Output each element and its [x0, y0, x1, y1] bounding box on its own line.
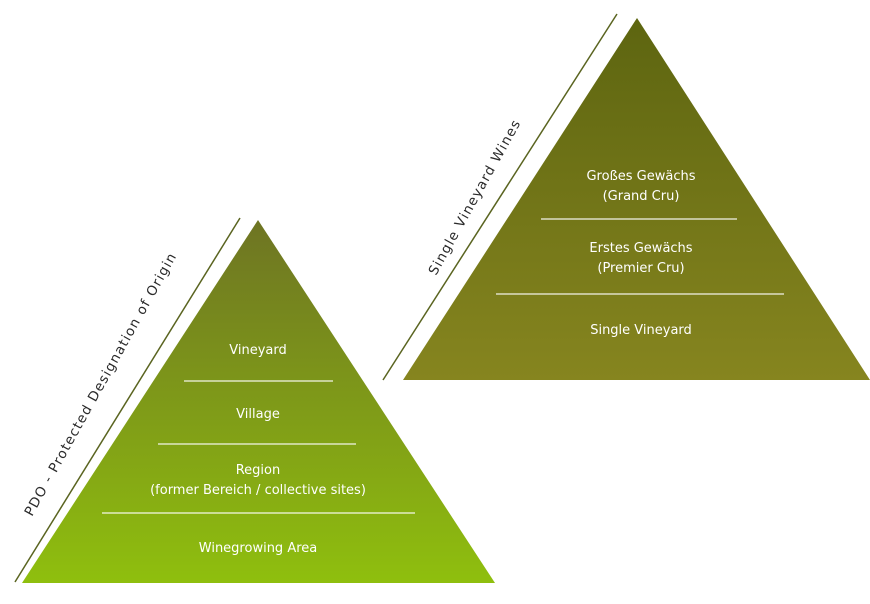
right-tier-erstes-gewaechs: Erstes Gewächs	[589, 241, 692, 256]
right-tier-premier-cru: (Premier Cru)	[597, 261, 684, 276]
right-guide-line	[382, 13, 618, 381]
right-tier-grosses-gewaechs: Großes Gewächs	[586, 169, 695, 184]
left-tier-region-note: (former Bereich / collective sites)	[150, 483, 366, 498]
left-guide-line	[14, 217, 241, 583]
left-tier-region: Region	[236, 463, 281, 478]
left-pyramid-shape	[22, 220, 495, 583]
right-pyramid-shape	[403, 18, 870, 380]
left-tier-winegrowing-area: Winegrowing Area	[199, 541, 317, 556]
left-tier-village: Village	[236, 407, 280, 422]
left-tier-vineyard: Vineyard	[229, 343, 286, 358]
right-pyramid: Single Vineyard Wines Großes Gewächs (Gr…	[382, 13, 870, 381]
left-pyramid: PDO - Protected Designation of Origin Vi…	[14, 217, 495, 583]
right-tier-single-vineyard: Single Vineyard	[590, 323, 692, 338]
right-tier-grand-cru: (Grand Cru)	[603, 189, 680, 204]
